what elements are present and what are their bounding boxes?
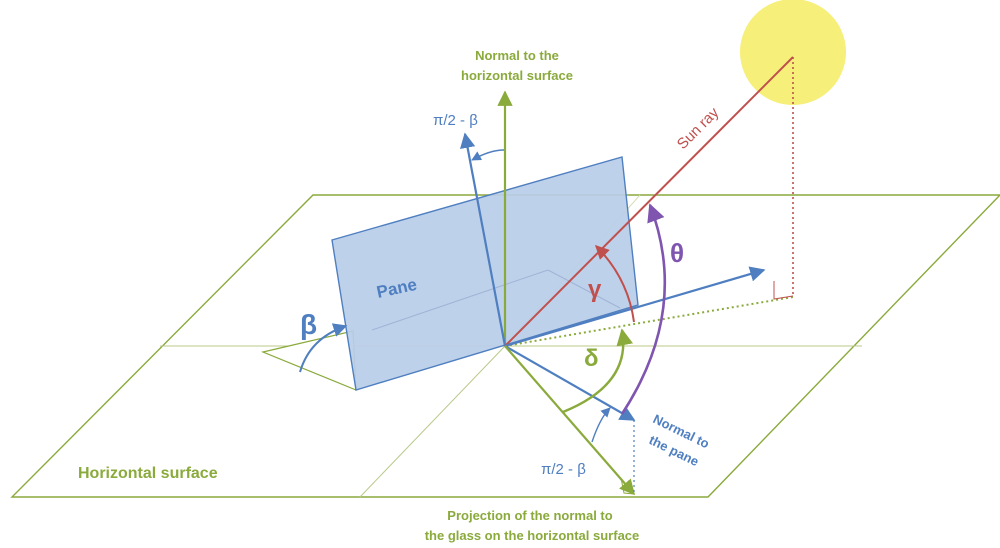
- pane-horizontal-arrow: [504, 266, 766, 348]
- pane-inner-line: [547, 269, 621, 309]
- sun-projection-dotted-line: [504, 296, 794, 347]
- sun: [740, 0, 846, 105]
- construction-line: [359, 345, 506, 498]
- pane-vertical-axis-arrow: [460, 132, 507, 347]
- label-projection-line1: Projection of the normal to: [447, 508, 612, 523]
- label-beta: β: [300, 309, 317, 340]
- label-pi-beta-bottom: π/2 - β: [541, 461, 586, 478]
- label-delta: δ: [584, 345, 599, 372]
- label-normal-horizontal-line2: horizontal surface: [461, 68, 573, 83]
- label-gamma: γ: [588, 276, 602, 303]
- label-pi-beta-top: π/2 - β: [433, 112, 478, 129]
- pane: [331, 156, 639, 391]
- normal-pane-arrow: [504, 345, 636, 421]
- arc-pi-beta-top: [471, 149, 505, 161]
- label-projection-line2: the glass on the horizontal surface: [425, 528, 640, 543]
- right-angle-mark-projection: [620, 477, 635, 495]
- sun-ray: [504, 56, 794, 347]
- label-horizontal-surface: Horizontal surface: [78, 465, 218, 482]
- label-sun-ray: Sun ray: [674, 104, 723, 153]
- arc-delta: [562, 328, 634, 414]
- right-angle-mark-sun: [773, 281, 794, 300]
- horizontal-surface-plane: [10, 194, 1000, 498]
- arc-beta: [299, 323, 348, 373]
- label-theta: θ: [670, 238, 684, 268]
- arc-pi-beta-bottom: [591, 407, 611, 443]
- arc-theta: [620, 203, 667, 415]
- arc-gamma: [595, 245, 635, 323]
- projection-arrow: [504, 345, 636, 496]
- pane-inner-line: [371, 269, 549, 331]
- label-normal-horizontal-line1: Normal to the: [475, 48, 559, 63]
